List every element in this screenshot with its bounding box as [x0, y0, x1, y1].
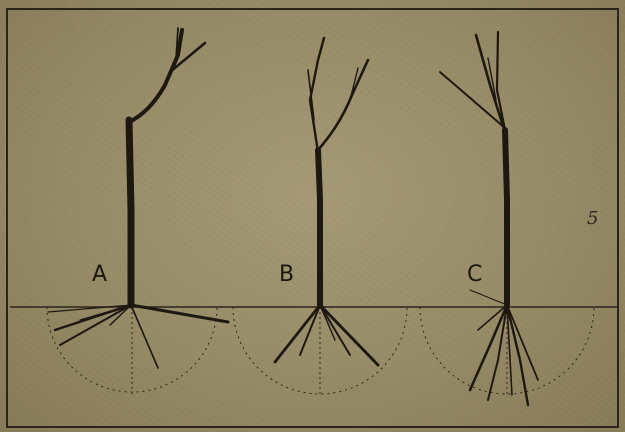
plate-border — [6, 8, 619, 428]
